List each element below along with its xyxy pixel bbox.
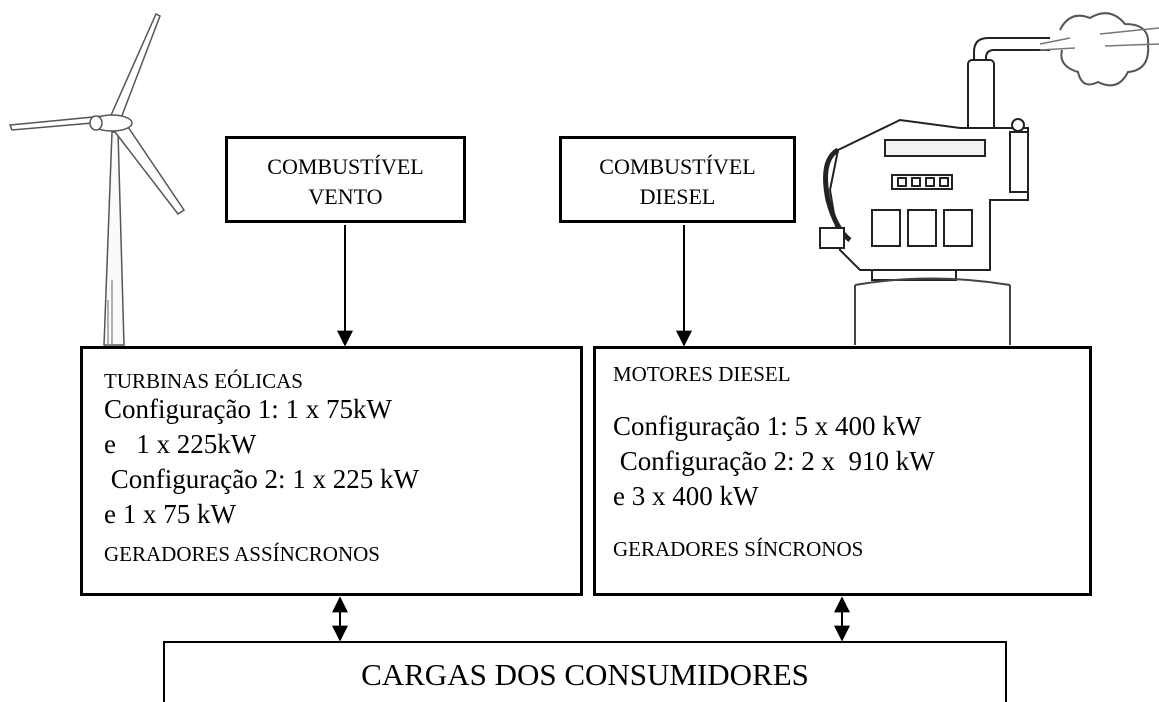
diesel-generators-label: GERADORES SÍNCRONOS [613,537,864,561]
wind-config1-line2: e 1 x 225kW [104,429,257,459]
consumer-loads-label: CARGAS DOS CONSUMIDORES [361,657,809,692]
wind-config1-line1: Configuração 1: 1 x 75kW [104,394,392,424]
diesel-config2-line1: Configuração 2: 2 x 910 kW [613,446,935,476]
diesel-engines-box: MOTORES DIESEL Configuração 1: 5 x 400 k… [593,346,1092,596]
fuel-wind-line1: COMBUSTÍVEL [267,154,424,179]
wind-config2-line1: Configuração 2: 1 x 225 kW [104,464,419,494]
fuel-wind-box: COMBUSTÍVEL VENTO [225,136,466,223]
diesel-engines-title: MOTORES DIESEL [613,362,791,386]
consumer-loads-box: CARGAS DOS CONSUMIDORES [163,641,1007,702]
wind-turbines-title: TURBINAS EÓLICAS [104,369,303,393]
fuel-diesel-box: COMBUSTÍVEL DIESEL [559,136,796,223]
wind-generators-label: GERADORES ASSÍNCRONOS [104,542,380,566]
fuel-wind-line2: VENTO [308,184,383,209]
fuel-diesel-line2: DIESEL [639,184,716,209]
fuel-diesel-line1: COMBUSTÍVEL [599,154,756,179]
wind-config2-line2: e 1 x 75 kW [104,499,236,529]
diesel-config1-line1: Configuração 1: 5 x 400 kW [613,411,922,441]
wind-turbines-box: TURBINAS EÓLICAS Configuração 1: 1 x 75k… [80,346,583,596]
diesel-config2-line2: e 3 x 400 kW [613,481,759,511]
